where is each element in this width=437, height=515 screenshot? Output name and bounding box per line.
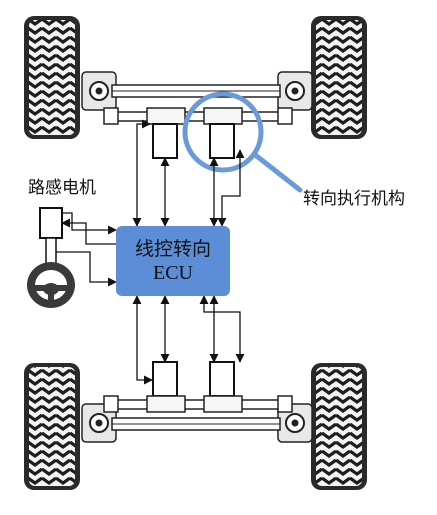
ecu-subtitle: ECU <box>153 262 193 284</box>
steering-wheel-icon <box>27 262 75 308</box>
tire-icon <box>311 363 367 490</box>
tire-icon <box>24 363 80 490</box>
actuator-icon <box>203 107 243 159</box>
rear-axle-beam <box>103 395 293 431</box>
road-feel-motor-label: 路感电机 <box>28 178 96 198</box>
actuator-icon <box>146 361 186 413</box>
wheel-hub-left <box>81 403 117 443</box>
tire-icon <box>24 16 80 139</box>
ecu-box: 线控转向 ECU <box>116 226 230 296</box>
signal-arrows <box>56 119 245 385</box>
actuator-icon <box>203 361 243 413</box>
rear-axle-assembly <box>24 361 367 490</box>
ecu-title: 线控转向 <box>134 238 211 260</box>
front-axle-assembly <box>24 16 367 159</box>
tire-icon <box>311 16 367 139</box>
motor-icon <box>39 207 63 269</box>
wheel-hub-left <box>81 71 117 111</box>
wheel-hub-right <box>277 71 313 111</box>
wheel-hub-right <box>277 403 313 443</box>
front-axle-beam <box>103 84 293 125</box>
actuator-icon <box>146 107 186 159</box>
steering-actuator-label: 转向执行机构 <box>303 189 405 209</box>
